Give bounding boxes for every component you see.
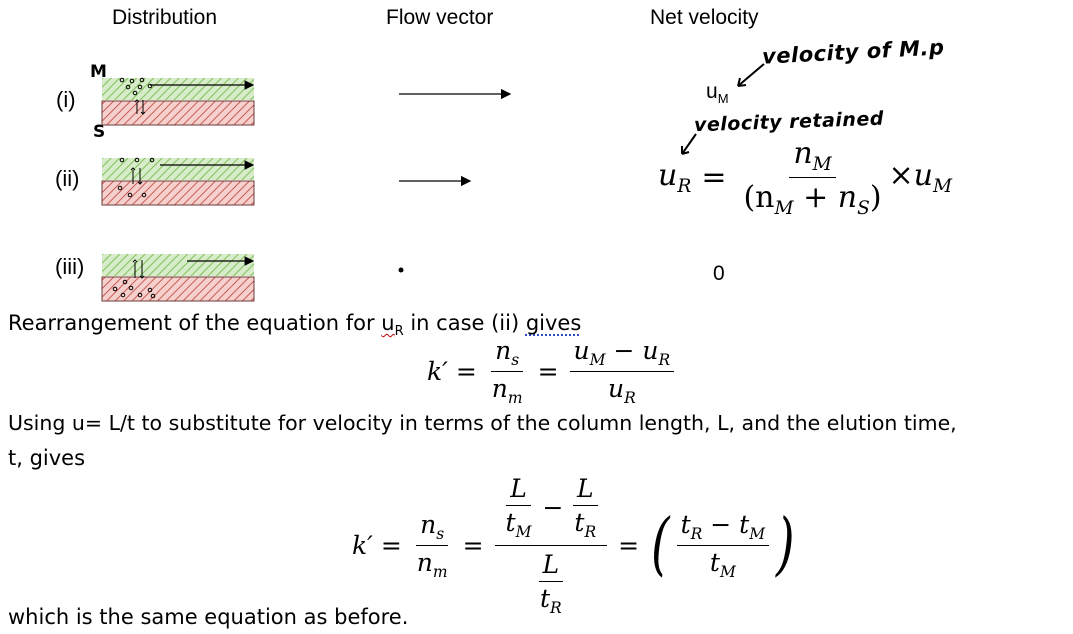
eq2-t-2: t [574, 508, 584, 537]
eq-lhs-sub: R [677, 176, 691, 197]
eq-den-open: (n [743, 180, 774, 215]
eq1-nm: n [492, 374, 508, 403]
u-m-subscript: M [718, 91, 729, 106]
case-label-iii: (iii) [55, 254, 84, 280]
eq2-paren-close: ) [776, 511, 795, 579]
eq1-equals-1: = [456, 357, 477, 386]
eq2-paren-num-a: t [681, 510, 691, 539]
mobile-phase-band [102, 158, 254, 180]
eq1-ns-sub: s [511, 351, 519, 369]
note-arrow-mp [730, 60, 770, 92]
eq2-paren-num-minus: − t [702, 510, 749, 539]
text-line-1-sub: R [395, 324, 404, 339]
flow-vector-iii [399, 268, 404, 273]
mobile-phase-band [102, 78, 254, 100]
eq1-num-a-sub: M [590, 351, 606, 369]
eq1-nm-sub: m [508, 389, 523, 407]
eq2-nm: n [417, 548, 433, 577]
text-line-1: Rearrangement of the equation for uR in … [8, 311, 581, 339]
eq2-paren-den: t [710, 548, 720, 577]
eq1-k: k′ [427, 357, 448, 386]
net-velocity-zero: 0 [713, 262, 725, 286]
note-velocity-retained: velocity retained [694, 108, 885, 137]
eq2-equals-3: = [618, 531, 639, 560]
eq2-k: k′ [352, 531, 373, 560]
column-case-ii [102, 158, 254, 205]
eq2-t-3-sub: R [550, 599, 562, 617]
eq2-nm-sub: m [433, 563, 448, 581]
eq-num-sub: M [813, 154, 832, 175]
eq2-minus: − [542, 493, 563, 522]
eq2-paren-open: ( [651, 511, 670, 579]
text-line-3: t, gives [8, 446, 85, 470]
net-velocity-equation: uR = nM (nM + nS) ×uM [658, 136, 952, 219]
eq1-num-minus: − u [606, 336, 659, 365]
case-label-ii: (ii) [55, 166, 79, 192]
mobile-phase-band [102, 254, 254, 276]
column-case-i [102, 78, 254, 125]
eq2-paren-num-b-sub: M [749, 525, 765, 543]
eq2-ns-sub: s [436, 525, 444, 543]
u-m-symbol: u [706, 80, 718, 103]
note-velocity-mp: velocity of M.p [761, 35, 945, 69]
eq2-paren-den-sub: M [720, 563, 736, 581]
eq-den-close: ) [870, 180, 882, 215]
eq2-compound-fraction: L tM − L tR L tR [495, 474, 608, 617]
eq2-t-1: t [506, 508, 516, 537]
text-line-4: which is the same equation as before. [8, 605, 408, 629]
u-m-label: uM [706, 80, 729, 106]
eq2-equals-1: = [381, 531, 402, 560]
eq2-L-1: L [506, 474, 531, 506]
stationary-phase-band [102, 101, 254, 125]
equation-k-prime-1: k′ = ns nm = uM − uR uR [427, 336, 677, 407]
text-line-1-u: u [381, 311, 394, 335]
eq1-num-b-sub: R [658, 351, 670, 369]
eq2-ns: n [420, 510, 436, 539]
eq-den-sub1: M [775, 198, 794, 219]
eq2-t-2-sub: R [584, 523, 596, 541]
header-flow-vector: Flow vector [386, 6, 493, 30]
eq1-num-a: u [574, 336, 590, 365]
header-net-velocity: Net velocity [650, 6, 759, 30]
eq-den-sub2: S [857, 198, 870, 219]
eq-num: n [793, 136, 812, 171]
eq1-den: u [608, 374, 624, 403]
eq2-t-1-sub: M [516, 523, 532, 541]
text-line-1-b: in case (ii) [404, 311, 526, 335]
eq2-L-2: L [573, 474, 598, 506]
flow-vectors [390, 80, 530, 290]
eq1-den-sub: R [624, 389, 636, 407]
eq-den-plus: + n [794, 180, 858, 215]
text-line-2: Using u= L/t to substitute for velocity … [8, 411, 957, 435]
stationary-phase-band [102, 181, 254, 205]
header-distribution: Distribution [112, 6, 217, 30]
column-case-iii [102, 254, 254, 301]
case-label-i: (i) [56, 87, 76, 113]
text-line-1-a: Rearrangement of the equation for [8, 311, 381, 335]
text-line-1-gives: gives [526, 311, 581, 335]
equation-k-prime-2: k′ = ns nm = L tM − L tR L tR = ( tR − t… [352, 474, 799, 617]
eq2-t-3: t [540, 584, 550, 613]
eq2-equals-2: = [463, 531, 484, 560]
eq1-ns: n [495, 336, 511, 365]
eq2-paren-num-a-sub: R [691, 525, 703, 543]
eq2-L-3: L [539, 550, 564, 582]
eq-times-sub: M [933, 176, 952, 197]
eq1-equals-2: = [538, 357, 559, 386]
eq-times: ×u [889, 158, 933, 193]
eq-lhs: u [658, 158, 677, 193]
distribution-diagrams [95, 68, 265, 308]
